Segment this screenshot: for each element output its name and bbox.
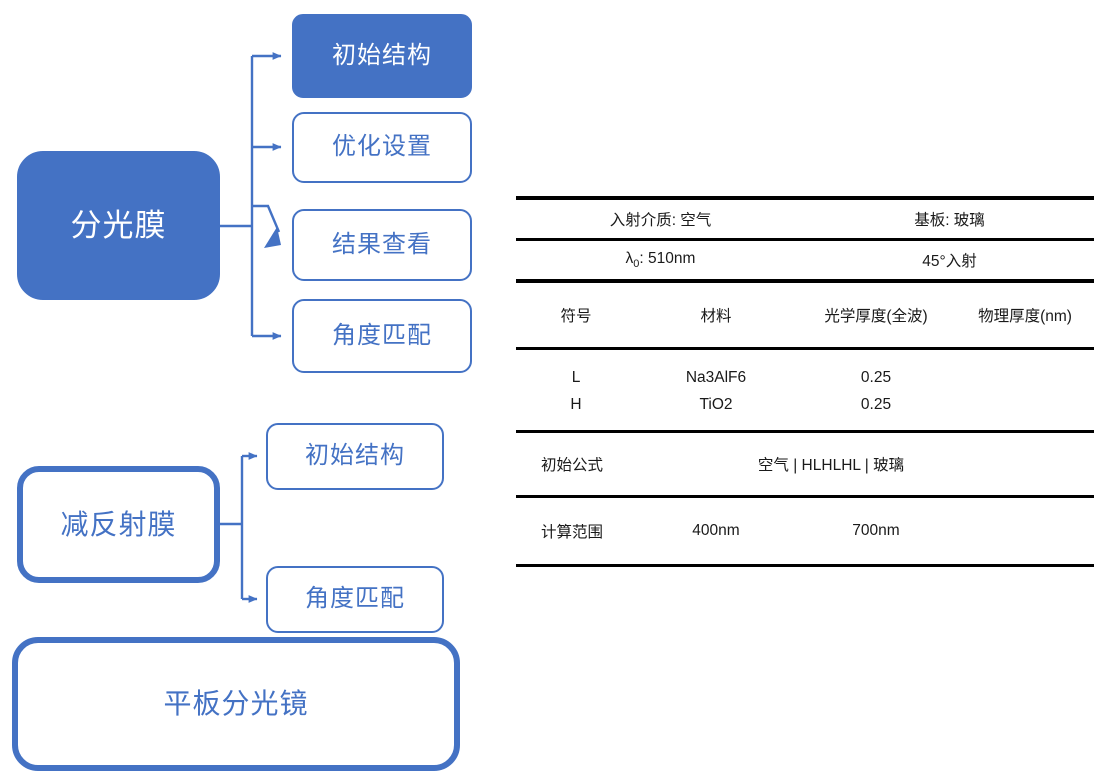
layer-optical-thickness: 0.25 xyxy=(860,368,892,386)
layer-symbol: L xyxy=(571,368,581,386)
incident-medium-value: 入射介质: 空气 xyxy=(609,212,712,229)
table-row-range: 计算范围 400nm 700nm xyxy=(516,498,1094,564)
table-rule-bottom xyxy=(516,564,1094,567)
node-spectral-view-results[interactable]: 结果查看 xyxy=(292,209,472,281)
film-spec-table: 入射介质: 空气 基板: 玻璃 λ0: 510nm 45°入射 符号 材料 光学… xyxy=(516,196,1094,567)
connector-to-spectral-results-head xyxy=(264,227,281,248)
connector-to-spectral-results-stem xyxy=(252,204,281,233)
table-rule-4 xyxy=(516,347,1094,350)
table-layer-rows: L Na3AlF6 0.25 H TiO2 0.25 xyxy=(516,350,1094,430)
node-spectral-initial-structure[interactable]: 初始结构 xyxy=(292,14,472,98)
lambda-subscript: 0 xyxy=(633,258,640,271)
table-row: H TiO2 0.25 xyxy=(516,391,1094,418)
lambda-symbol: λ xyxy=(625,249,634,267)
range-to-value: 700nm xyxy=(852,522,900,539)
range-label: 计算范围 xyxy=(541,524,604,541)
table-rule-top xyxy=(516,196,1094,200)
node-ar-initial-structure[interactable]: 初始结构 xyxy=(266,423,444,490)
table-rule-3 xyxy=(516,279,1094,283)
table-header-row: 符号 材料 光学厚度(全波) 物理厚度(nm) xyxy=(516,283,1094,347)
column-header-material: 材料 xyxy=(700,308,732,325)
table-row-media: 入射介质: 空气 基板: 玻璃 xyxy=(516,200,1094,238)
table-row-wavelength: λ0: 510nm 45°入射 xyxy=(516,241,1094,279)
formula-label: 初始公式 xyxy=(541,457,604,474)
node-spectral-optimize-settings[interactable]: 优化设置 xyxy=(292,112,472,183)
node-plate-beamsplitter[interactable]: 平板分光镜 xyxy=(12,637,460,771)
range-from-value: 400nm xyxy=(692,522,740,539)
column-header-symbol: 符号 xyxy=(560,308,592,325)
column-header-optical-thickness: 光学厚度(全波) xyxy=(824,308,928,325)
table-rule-6 xyxy=(516,495,1094,498)
column-header-physical-thickness: 物理厚度(nm) xyxy=(978,308,1072,325)
table-rule-5 xyxy=(516,430,1094,433)
substrate-value: 基板: 玻璃 xyxy=(914,212,985,229)
node-ar-film-root[interactable]: 减反射膜 xyxy=(17,466,220,583)
incidence-angle-value: 45°入射 xyxy=(922,253,977,270)
layer-material: Na3AlF6 xyxy=(685,368,747,386)
lambda-value: : 510nm xyxy=(639,249,696,267)
layer-material: TiO2 xyxy=(699,395,733,413)
table-rule-2 xyxy=(516,238,1094,241)
layer-symbol: H xyxy=(570,395,582,413)
reference-wavelength-value: λ0: 510nm xyxy=(516,250,805,270)
node-spectral-angle-matching[interactable]: 角度匹配 xyxy=(292,299,472,373)
flowchart-diagram: 分光膜 初始结构 优化设置 结果查看 角度匹配 减反射膜 初始结构 角度匹配 平… xyxy=(0,0,500,783)
node-spectral-film-root[interactable]: 分光膜 xyxy=(17,151,220,300)
node-ar-angle-matching[interactable]: 角度匹配 xyxy=(266,566,444,633)
table-row: L Na3AlF6 0.25 xyxy=(516,364,1094,391)
formula-value: 空气 | HLHLHL | 玻璃 xyxy=(757,457,905,474)
table-row-formula: 初始公式 空气 | HLHLHL | 玻璃 xyxy=(516,433,1094,495)
layer-optical-thickness: 0.25 xyxy=(860,395,892,413)
